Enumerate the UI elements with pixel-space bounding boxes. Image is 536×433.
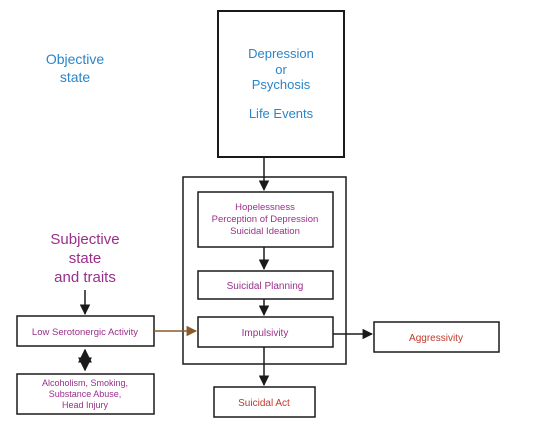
suicidal-planning-box <box>197 270 334 300</box>
serotonergic-label: Low Serotonergic Activity <box>32 327 138 338</box>
depression-line-1: Depression <box>248 46 314 61</box>
objective-state-label: Objective state <box>46 51 105 85</box>
hopelessness-line-2: Perception of Depression <box>212 214 319 225</box>
subjective-line-3: and traits <box>54 269 116 286</box>
depression-line-2: or <box>275 62 287 77</box>
serotonergic-box <box>16 315 155 347</box>
hopelessness-line-3: Suicidal Ideation <box>230 226 300 237</box>
aggressivity-label: Aggressivity <box>409 333 463 344</box>
aggressivity-box <box>373 321 500 353</box>
suicidal-planning-label: Suicidal Planning <box>227 281 304 292</box>
substances-line-3: Head Injury <box>62 400 109 410</box>
depression-box <box>217 10 345 158</box>
substances-box <box>16 373 155 415</box>
life-events-label: Life Events <box>249 106 314 121</box>
objective-line-2: state <box>60 69 91 85</box>
hopelessness-line-1: Hopelessness <box>235 202 295 213</box>
subjective-state-label: Subjective state and traits <box>50 231 119 286</box>
impulsivity-label: Impulsivity <box>242 328 289 339</box>
subjective-line-1: Subjective <box>50 231 119 248</box>
impulsivity-box <box>197 316 334 348</box>
hopelessness-box <box>197 191 334 248</box>
suicidal-act-label: Suicidal Act <box>238 398 290 409</box>
depression-line-3: Psychosis <box>252 77 311 92</box>
substances-line-2: Substance Abuse, <box>49 389 122 399</box>
substances-line-1: Alcoholism, Smoking, <box>42 378 128 388</box>
suicidal-act-box <box>213 386 316 418</box>
objective-line-1: Objective <box>46 51 105 67</box>
subjective-line-2: state <box>69 250 102 267</box>
